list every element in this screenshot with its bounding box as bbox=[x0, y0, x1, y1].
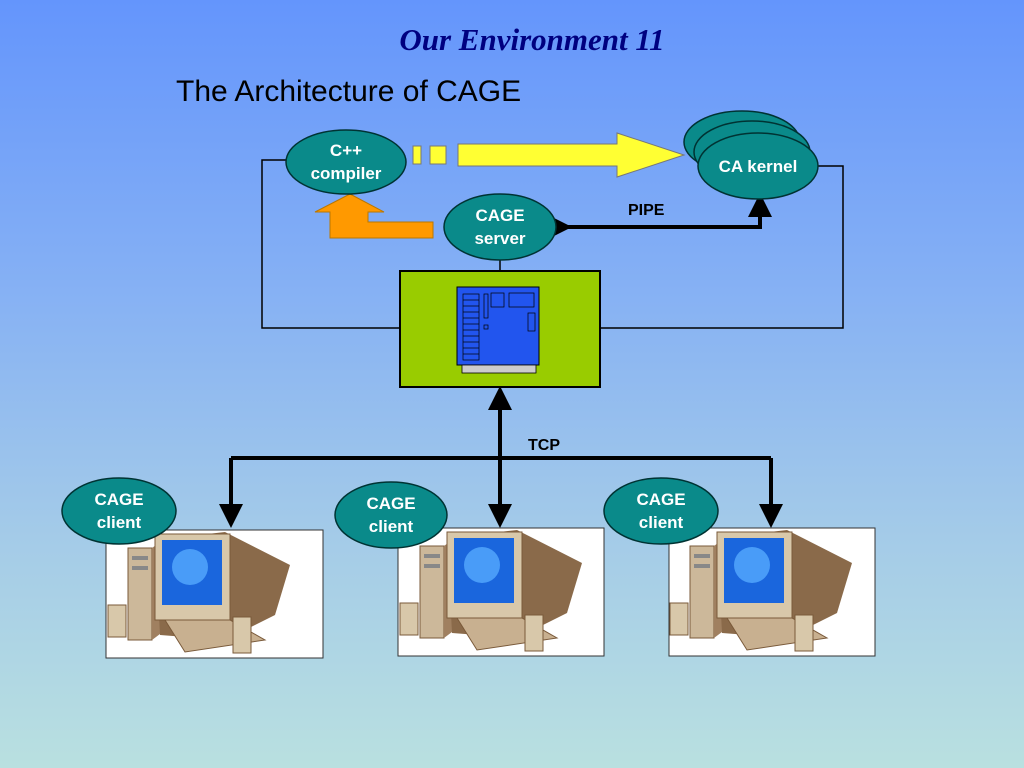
server-label: CAGE server bbox=[474, 206, 526, 248]
client-node-2 bbox=[334, 481, 448, 549]
client-computer-1 bbox=[105, 529, 324, 659]
client-node-3 bbox=[603, 477, 719, 545]
client-label-1: CAGE client bbox=[94, 490, 144, 532]
compiler-node bbox=[285, 129, 407, 195]
compile-output-arrow bbox=[412, 132, 686, 178]
pipe-line bbox=[548, 193, 772, 239]
server-node bbox=[443, 193, 557, 261]
computer-icon bbox=[669, 530, 852, 652]
client-label-2: CAGE client bbox=[366, 494, 416, 536]
client-computer-2 bbox=[397, 527, 605, 657]
computer-icon bbox=[107, 532, 290, 654]
computer-icon bbox=[399, 530, 582, 652]
client-label-3: CAGE client bbox=[636, 490, 686, 532]
compile-request-arrow-shape bbox=[314, 193, 434, 239]
pipe-label: PIPE bbox=[628, 202, 665, 219]
client-computer-3 bbox=[668, 527, 876, 657]
slide-title: Our Environment 11 bbox=[399, 22, 665, 57]
kernel-node-stack bbox=[683, 110, 819, 200]
kernel-label: CA kernel bbox=[718, 157, 798, 176]
slide-subtitle: The Architecture of CAGE bbox=[176, 75, 522, 108]
tcp-label: TCP bbox=[528, 437, 560, 454]
outer-connection-line bbox=[261, 159, 400, 329]
outer-connection-line-right bbox=[600, 165, 844, 329]
circuit-board-icon bbox=[456, 286, 540, 374]
compiler-label: C++ compiler bbox=[310, 141, 382, 183]
kernel-node bbox=[697, 132, 819, 200]
client-node-1 bbox=[61, 477, 177, 545]
